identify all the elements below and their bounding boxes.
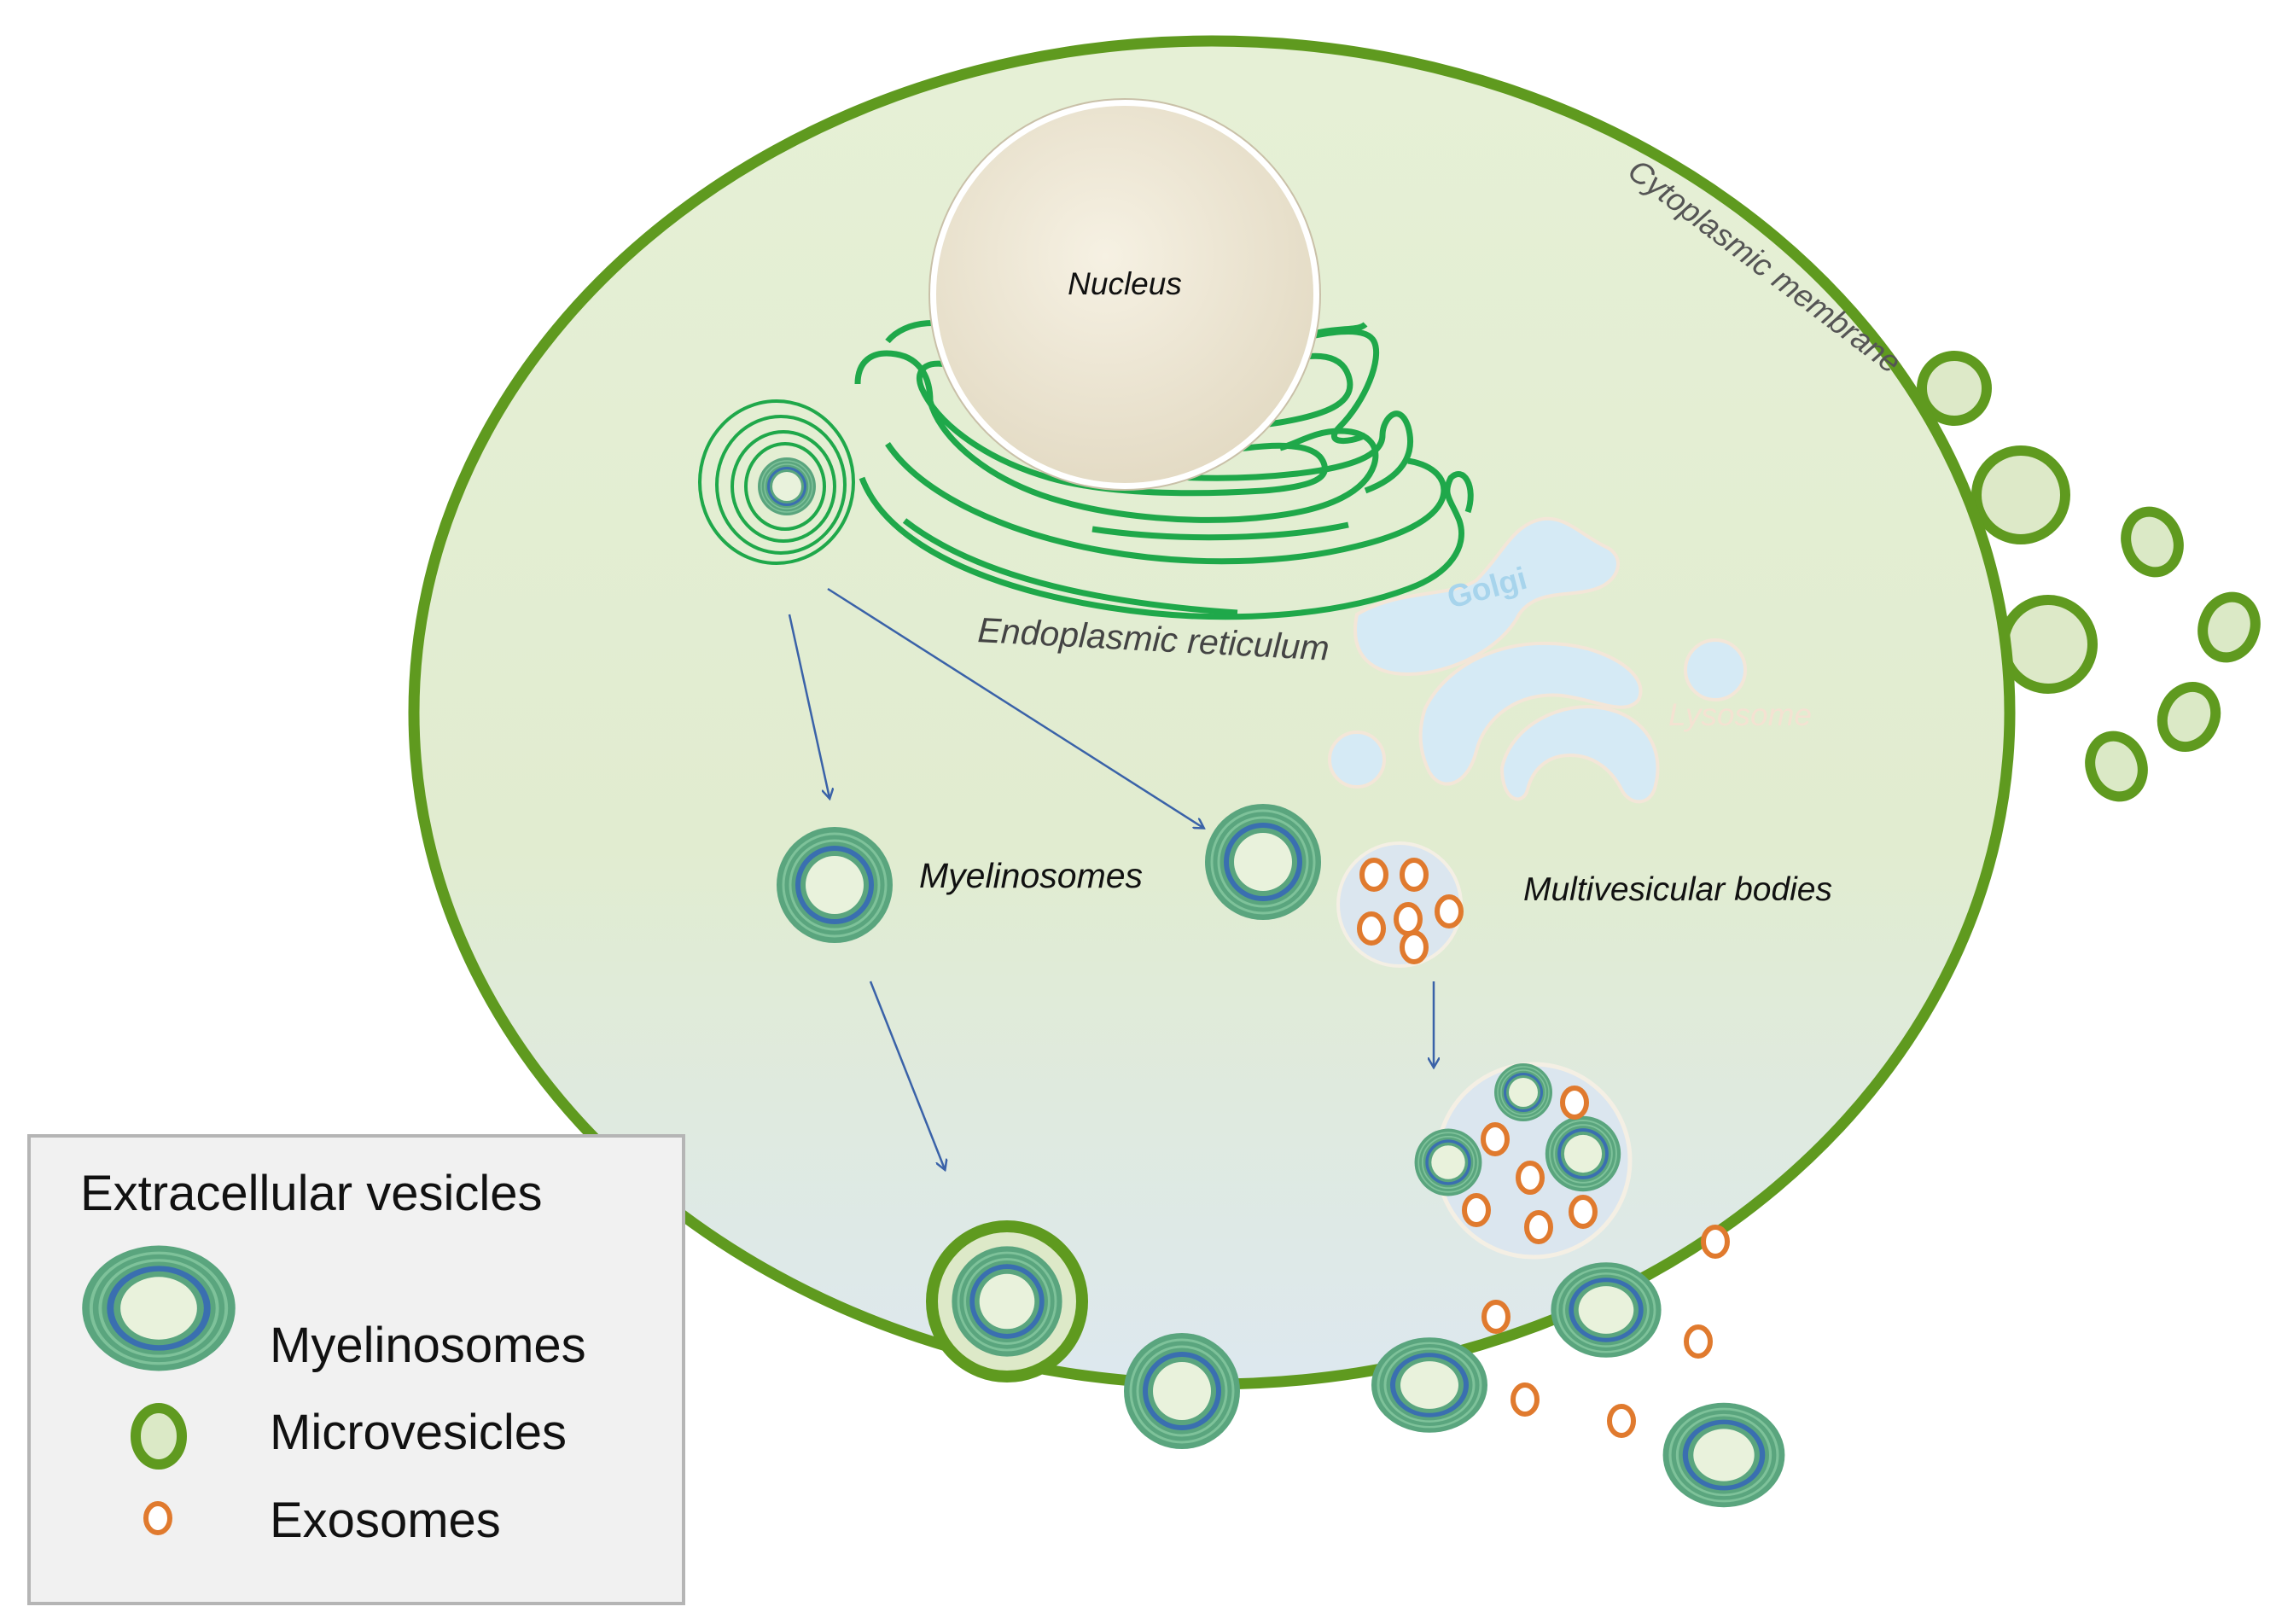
exosome-icon bbox=[143, 1501, 172, 1535]
pathway-arrows bbox=[788, 587, 1434, 1169]
mvb-label: Multivesicular bodies bbox=[1523, 871, 1832, 908]
budding-microvesicles bbox=[1917, 351, 2098, 694]
fusing-mvb bbox=[1413, 1062, 1633, 1260]
microvesicle-icon bbox=[131, 1403, 187, 1470]
myelinosomes-label: Myelinosomes bbox=[919, 856, 1143, 895]
arrow-to-mvb-myelinosome bbox=[827, 587, 1203, 828]
arrow-to-myelinosome bbox=[788, 614, 829, 798]
multivesicular-body bbox=[1336, 841, 1461, 968]
lysosome-label: Lysosome bbox=[1668, 697, 1812, 732]
golgi-apparatus bbox=[1328, 516, 1747, 804]
forming-myelinosome bbox=[757, 457, 817, 516]
budding-myelinosome bbox=[926, 1220, 1088, 1382]
myelinosome-intracellular bbox=[775, 825, 894, 945]
nucleus-label: Nucleus bbox=[1068, 266, 1182, 301]
arrow-myelinosome-release bbox=[869, 981, 945, 1169]
legend-label-exosomes: Exosomes bbox=[270, 1493, 501, 1548]
legend-title: Extracellular vesicles bbox=[80, 1166, 543, 1221]
nucleus bbox=[929, 99, 1320, 490]
concentric-membrane-whorl bbox=[698, 399, 855, 565]
myelinosome-near-mvb bbox=[1203, 802, 1323, 922]
myelinosome-icon bbox=[82, 1245, 236, 1371]
legend-label-microvesicles: Microvesicles bbox=[270, 1405, 568, 1460]
extracellular-microvesicles bbox=[2081, 504, 2263, 804]
legend: Extracellular vesicles Myelinosomes Micr… bbox=[27, 1134, 685, 1605]
legend-label-myelinosomes: Myelinosomes bbox=[270, 1318, 586, 1373]
